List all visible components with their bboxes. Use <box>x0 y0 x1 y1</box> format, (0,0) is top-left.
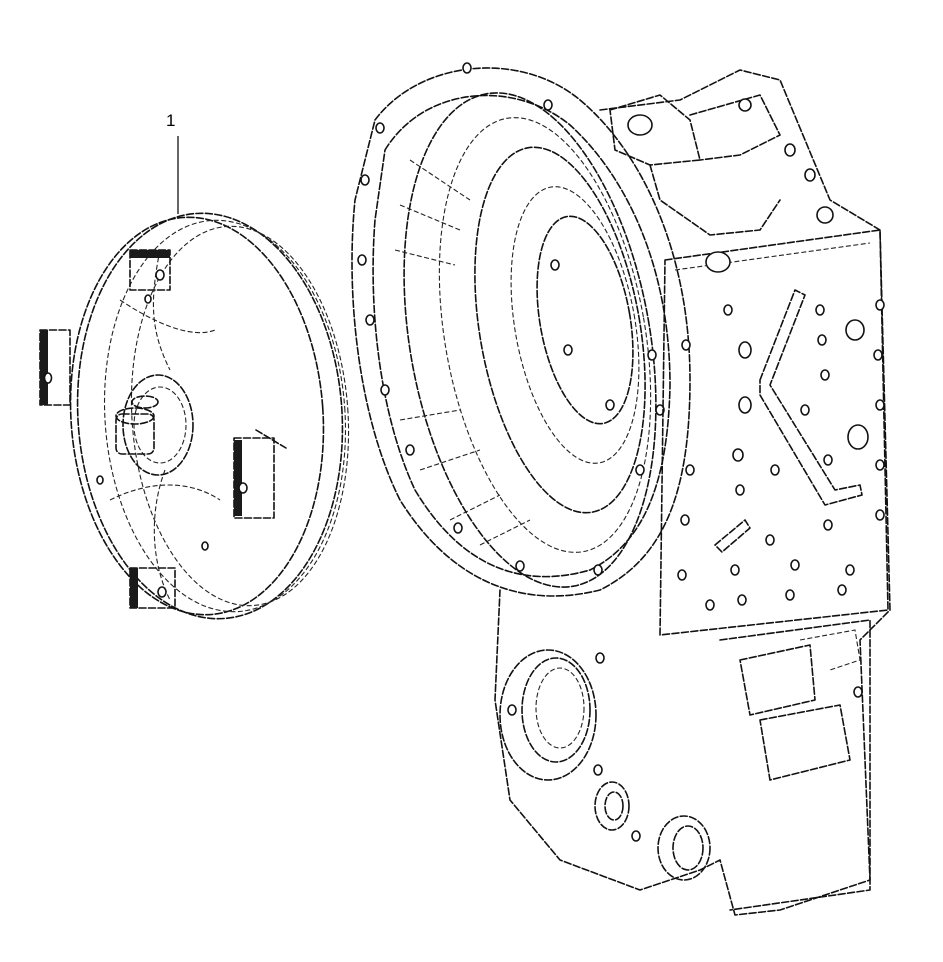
converter-lug-bottom <box>129 567 176 609</box>
torque-converter <box>39 212 350 620</box>
output-bore-small <box>594 781 711 881</box>
transmission-housing <box>351 62 891 916</box>
callout-1-label: 1 <box>166 111 176 130</box>
control-plate-holes <box>677 251 885 611</box>
converter-lug-left <box>39 329 71 406</box>
output-bore-large <box>499 649 597 781</box>
converter-lug-top <box>129 249 171 291</box>
converter-lug-center <box>233 429 287 519</box>
